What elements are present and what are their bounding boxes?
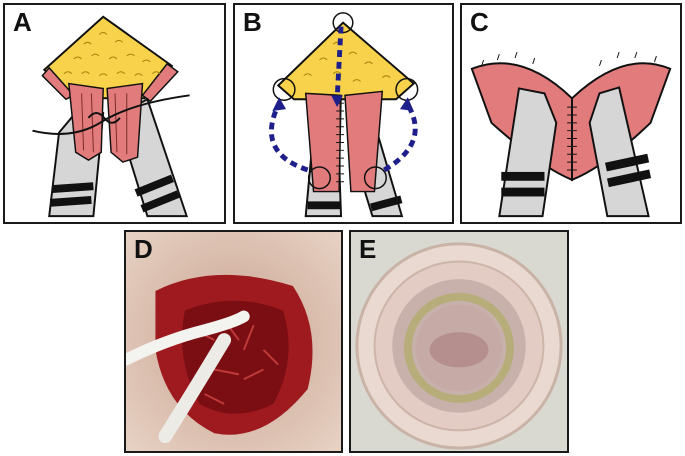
panel-d-label: D — [134, 234, 153, 264]
bowel-left — [68, 82, 104, 162]
panel-c: C — [460, 3, 682, 224]
arrow-right — [383, 101, 418, 173]
panel-a-label: A — [13, 7, 32, 37]
panel-b-illustration — [268, 12, 419, 218]
fat-tissue — [276, 21, 416, 101]
marker-circle-bottom-left — [307, 166, 331, 190]
marker-circle-left — [272, 77, 296, 101]
panel-e-photo: E — [349, 230, 569, 453]
panel-d-photo: D — [124, 230, 343, 453]
panel-c-label: C — [470, 7, 489, 37]
panel-c-illustration — [470, 51, 672, 218]
panel-b: B — [233, 3, 454, 224]
right-tube — [588, 86, 650, 218]
catheter — [126, 310, 250, 366]
inner-ring — [404, 292, 514, 403]
arrow-left — [268, 102, 309, 173]
stoma-bag-photo — [351, 232, 567, 451]
panel-b-label: B — [243, 7, 262, 37]
panel-a-illustration — [32, 15, 190, 218]
bowel-right — [344, 90, 384, 193]
arrow-top — [334, 26, 344, 100]
marker-circle-bottom-right — [363, 166, 387, 190]
bowel-right — [106, 82, 144, 163]
panel-e-label: E — [359, 234, 377, 264]
bowel-left — [304, 92, 342, 193]
suture — [32, 94, 190, 135]
surgical-photo — [126, 232, 341, 451]
panel-a: A — [3, 3, 226, 224]
